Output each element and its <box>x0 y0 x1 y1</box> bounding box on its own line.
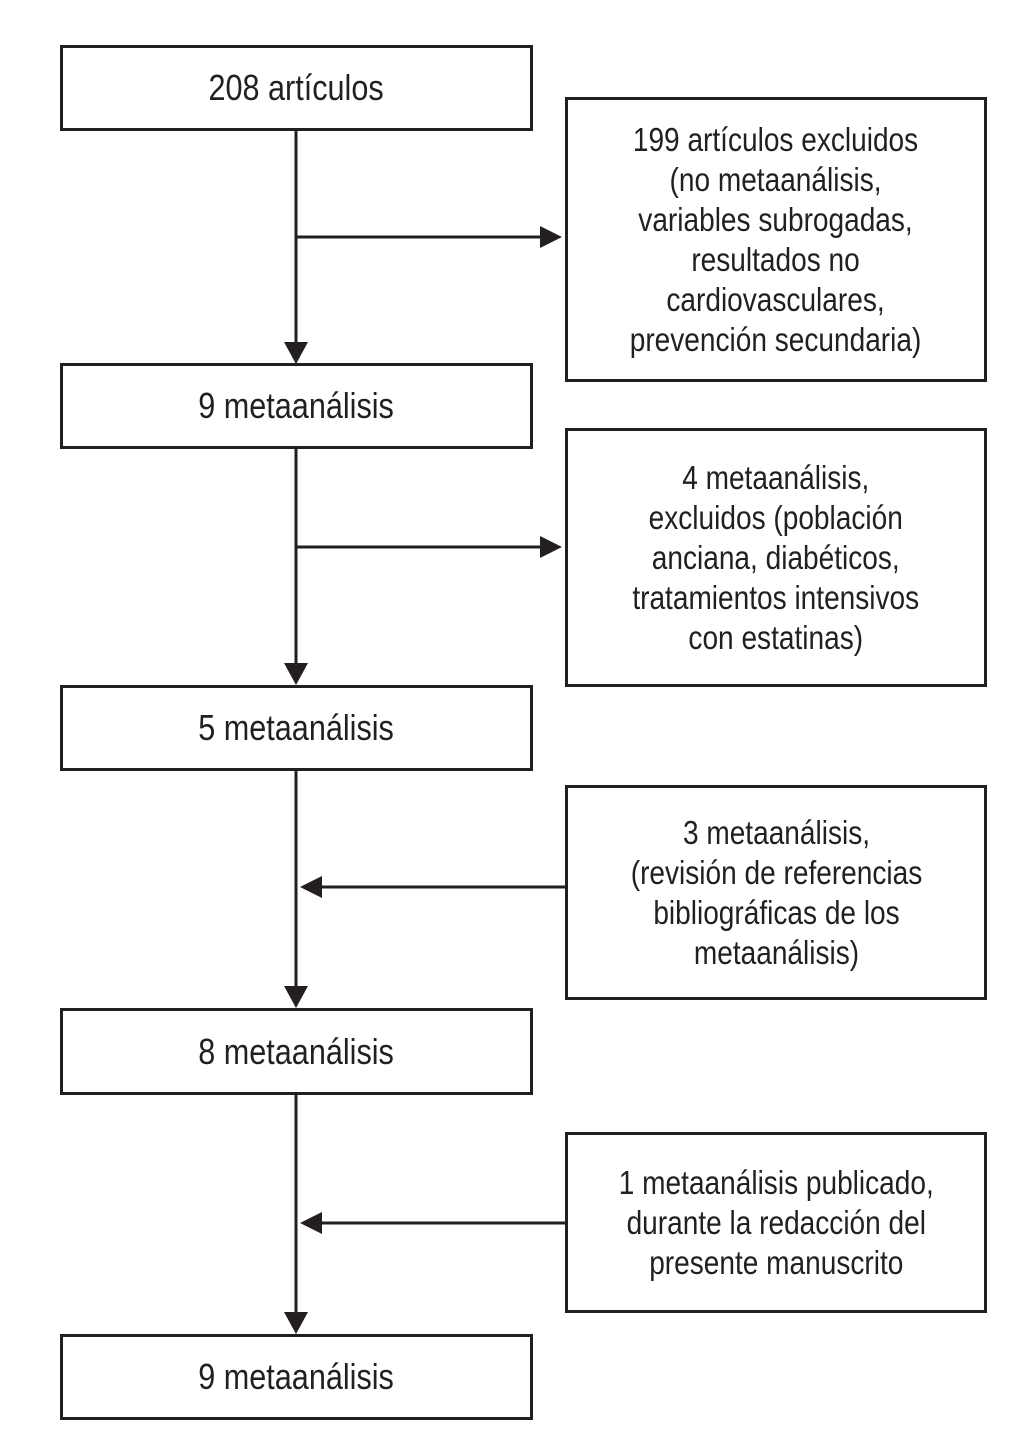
arrow-head-down-3 <box>284 986 308 1008</box>
inclusion-box-publicado: 1 metaanálisis publicado, durante la red… <box>565 1132 987 1313</box>
arrow-head-right-2 <box>540 536 562 558</box>
arrow-head-down-2 <box>284 663 308 685</box>
box-label: 4 metaanálisis, excluidos (población anc… <box>632 458 920 656</box>
arrow-head-right-1 <box>540 226 562 248</box>
box-label: 8 metaanálisis <box>198 1030 395 1072</box>
arrow-head-down-1 <box>284 342 308 364</box>
box-label: 199 artículos excluidos (no metaanálisis… <box>630 120 922 358</box>
box-label: 208 artículos <box>208 67 385 108</box>
box-label: 9 metaanálisis <box>198 385 395 426</box>
box-label: 1 metaanálisis publicado, durante la red… <box>618 1163 934 1281</box>
inclusion-box-revision-referencias: 3 metaanálisis, (revisión de referencias… <box>565 785 987 1000</box>
box-label: 3 metaanálisis, (revisión de referencias… <box>630 813 922 971</box>
box-208-articulos: 208 artículos <box>60 45 533 131</box>
box-5-metaanalisis: 5 metaanálisis <box>60 685 533 771</box>
box-label: 9 metaanálisis <box>198 1356 395 1397</box>
box-8-metaanalisis: 8 metaanálisis <box>60 1008 533 1095</box>
box-9-metaanalisis: 9 metaanálisis <box>60 363 533 449</box>
exclusion-box-metaanalisis: 4 metaanálisis, excluidos (población anc… <box>565 428 987 687</box>
exclusion-box-articulos: 199 artículos excluidos (no metaanálisis… <box>565 97 987 382</box>
arrow-head-left-1 <box>300 876 322 898</box>
arrow-head-down-4 <box>284 1312 308 1334</box>
box-9-metaanalisis-final: 9 metaanálisis <box>60 1334 533 1420</box>
arrow-head-left-2 <box>300 1212 322 1234</box>
box-label: 5 metaanálisis <box>198 707 395 748</box>
